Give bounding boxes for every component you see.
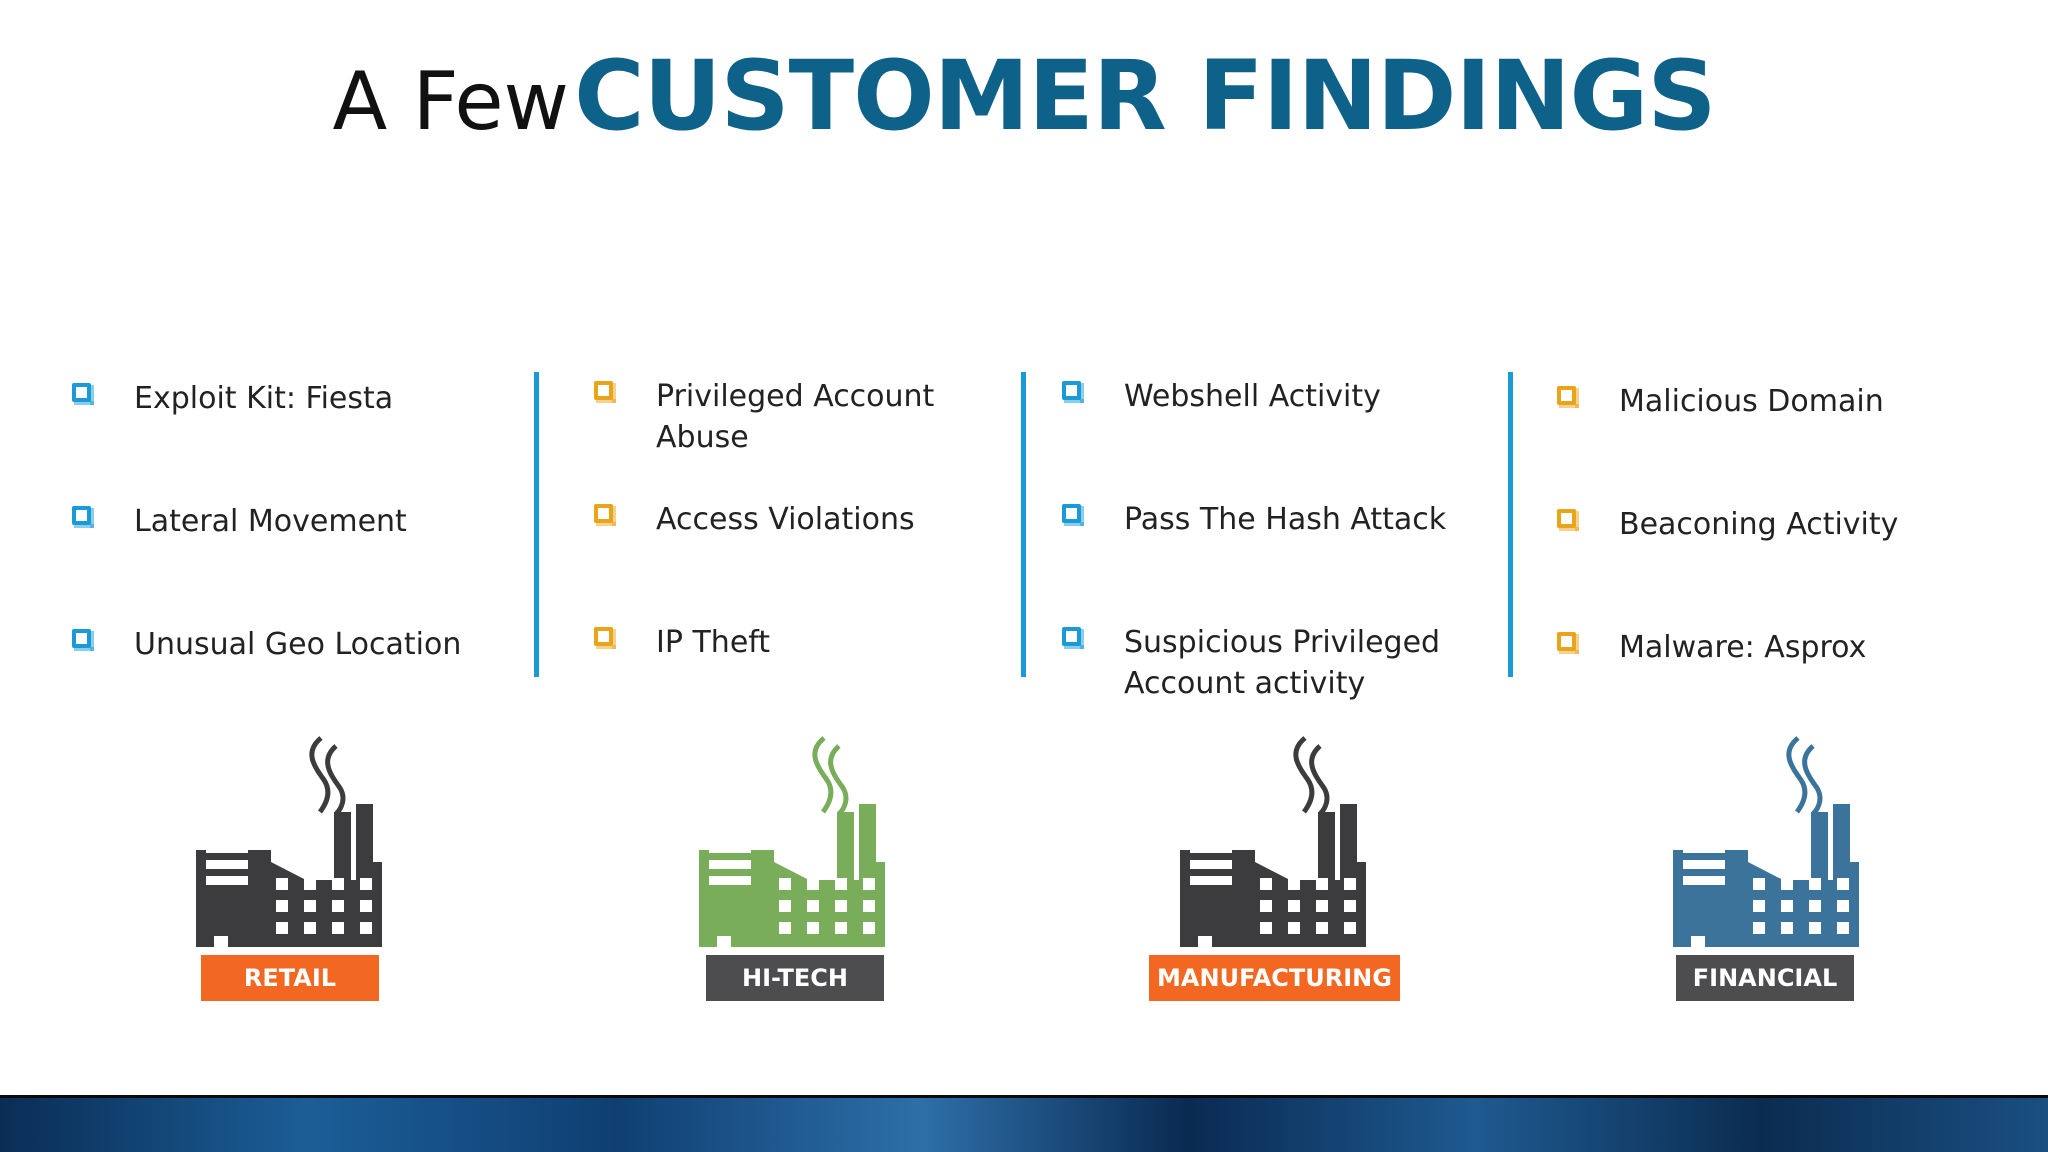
title-prefix: A Few (332, 55, 569, 148)
factory-icon (699, 736, 885, 947)
finding-text: Exploit Kit: Fiesta (134, 381, 394, 416)
checkbox-bullet-icon (594, 627, 616, 649)
column-divider (1508, 372, 1513, 677)
checkbox-bullet-icon (72, 506, 94, 528)
factory-icon (196, 736, 382, 947)
finding-text: Suspicious Privileged Account activity (1124, 625, 1441, 701)
finding-text: Access Violations (656, 502, 915, 537)
banner-top-edge (0, 1095, 2048, 1098)
sector-label-hi-tech: HI-TECH (706, 955, 884, 1001)
checkbox-bullet-icon (1062, 504, 1084, 526)
title-accent: CUSTOMER FINDINGS (574, 40, 1716, 152)
sector-label-financial: FINANCIAL (1676, 955, 1854, 1001)
column-divider (534, 372, 539, 677)
finding-text: Malware: Asprox (1619, 630, 1867, 665)
finding-text: Beaconing Activity (1619, 507, 1899, 542)
checkbox-bullet-icon (594, 504, 616, 526)
factory-icon (1180, 736, 1366, 947)
checkbox-bullet-icon (1557, 386, 1579, 408)
checkbox-bullet-icon (72, 629, 94, 651)
checkbox-bullet-icon (594, 381, 616, 403)
checkbox-bullet-icon (1557, 632, 1579, 654)
finding-text: Privileged Account Abuse (656, 379, 935, 455)
factory-icon (1673, 736, 1859, 947)
slide-title: A Few CUSTOMER FINDINGS (0, 40, 2048, 152)
finding-text: Webshell Activity (1124, 379, 1381, 414)
finding-text: Malicious Domain (1619, 384, 1884, 419)
sector-label-retail: RETAIL (201, 955, 379, 1001)
finding-text: Pass The Hash Attack (1124, 502, 1447, 537)
finding-text: IP Theft (656, 625, 771, 660)
checkbox-bullet-icon (1062, 627, 1084, 649)
checkbox-bullet-icon (72, 383, 94, 405)
decorative-binary-banner (0, 1095, 2048, 1152)
finding-text: Unusual Geo Location (134, 627, 462, 662)
sector-label-manufacturing: MANUFACTURING (1149, 955, 1400, 1001)
checkbox-bullet-icon (1557, 509, 1579, 531)
checkbox-bullet-icon (1062, 381, 1084, 403)
finding-text: Lateral Movement (134, 504, 407, 539)
column-divider (1021, 372, 1026, 677)
